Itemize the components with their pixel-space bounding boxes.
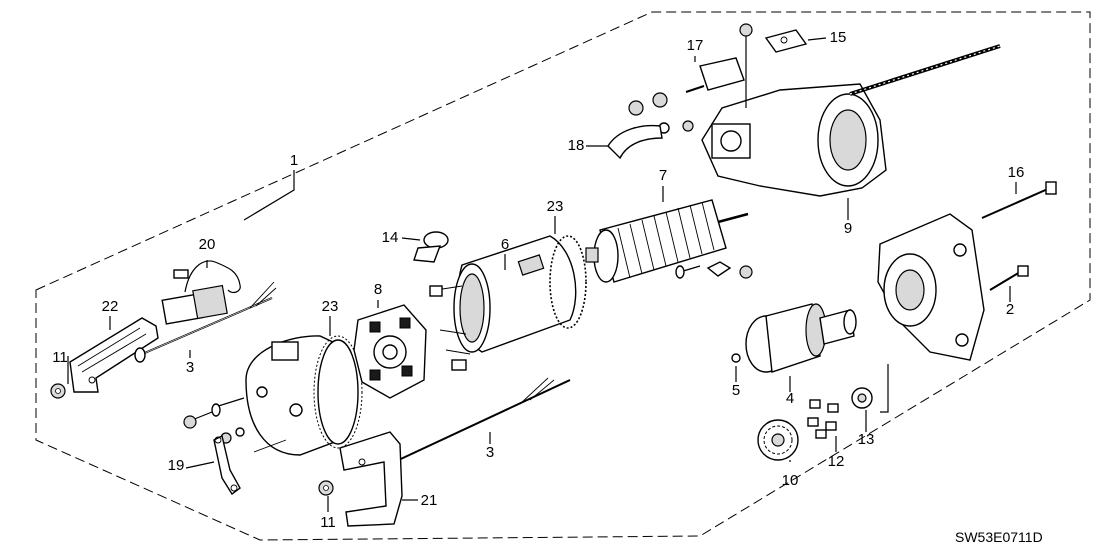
callout-23-left: 23 [322,298,339,315]
callout-3-upper: 3 [186,359,194,376]
wire-strap-part [213,434,241,496]
through-bolt-upper [134,281,277,363]
ground-wire-part [253,439,287,453]
boot-part [607,124,663,160]
callout-12: 12 [828,453,845,470]
callout-5: 5 [732,382,740,399]
callout-1: 1 [290,152,298,169]
callout-15: 15 [830,29,847,46]
lower-bracket-part [339,431,403,527]
top-connector-part [764,29,808,53]
callout-2: 2 [1006,301,1014,318]
o-ring-part [549,235,587,329]
clutch-part [745,303,857,373]
armature-part [585,199,749,283]
callout-4: 4 [786,390,794,407]
rear-bracket-part [69,317,159,393]
housing-nuts [628,92,694,134]
nut-part-left [50,383,66,399]
callout-8: 8 [374,281,382,298]
callout-10: 10 [782,472,799,489]
callout-9: 9 [844,220,852,237]
callout-3-lower: 3 [486,444,494,461]
rear-cover-part [245,335,363,456]
callout-21: 21 [421,492,438,509]
callout-22: 22 [102,298,119,315]
drawing-code: SW53E0711D [955,529,1043,545]
callout-23-right: 23 [547,198,564,215]
terminal-screw-parts [675,261,753,279]
solenoid-terminal-part [685,23,753,108]
pinion-gear-part [757,419,799,461]
drive-end-bracket-part [877,213,985,361]
callout-16: 16 [1008,164,1025,181]
roller-parts [807,399,839,439]
gear-housing-part [701,83,887,197]
callout-19: 19 [168,457,185,474]
housing-stud-part [849,44,1001,96]
retainer-part [851,387,873,409]
callout-17: 17 [687,37,704,54]
through-bolt-lower [388,377,571,470]
callout-13: 13 [858,431,875,448]
steel-ball-part [731,353,741,363]
nut-part-bottom [318,480,334,496]
brush-clip-part [413,231,449,263]
callout-18: 18 [568,137,585,154]
leader-lines [67,37,1017,512]
callout-11-left: 11 [52,349,68,366]
brush-holder-part [353,304,427,399]
callout-11-bottom: 11 [320,514,336,531]
long-bolt-part [981,181,1057,219]
assembly-boundary [35,11,1091,541]
connector-part [161,260,241,325]
callout-6: 6 [501,236,509,253]
cover-screws [183,397,245,444]
yoke-part [429,235,577,371]
callout-14: 14 [382,229,399,246]
short-bolt-part [989,265,1029,291]
callout-7: 7 [659,167,667,184]
callout-20: 20 [199,236,216,253]
